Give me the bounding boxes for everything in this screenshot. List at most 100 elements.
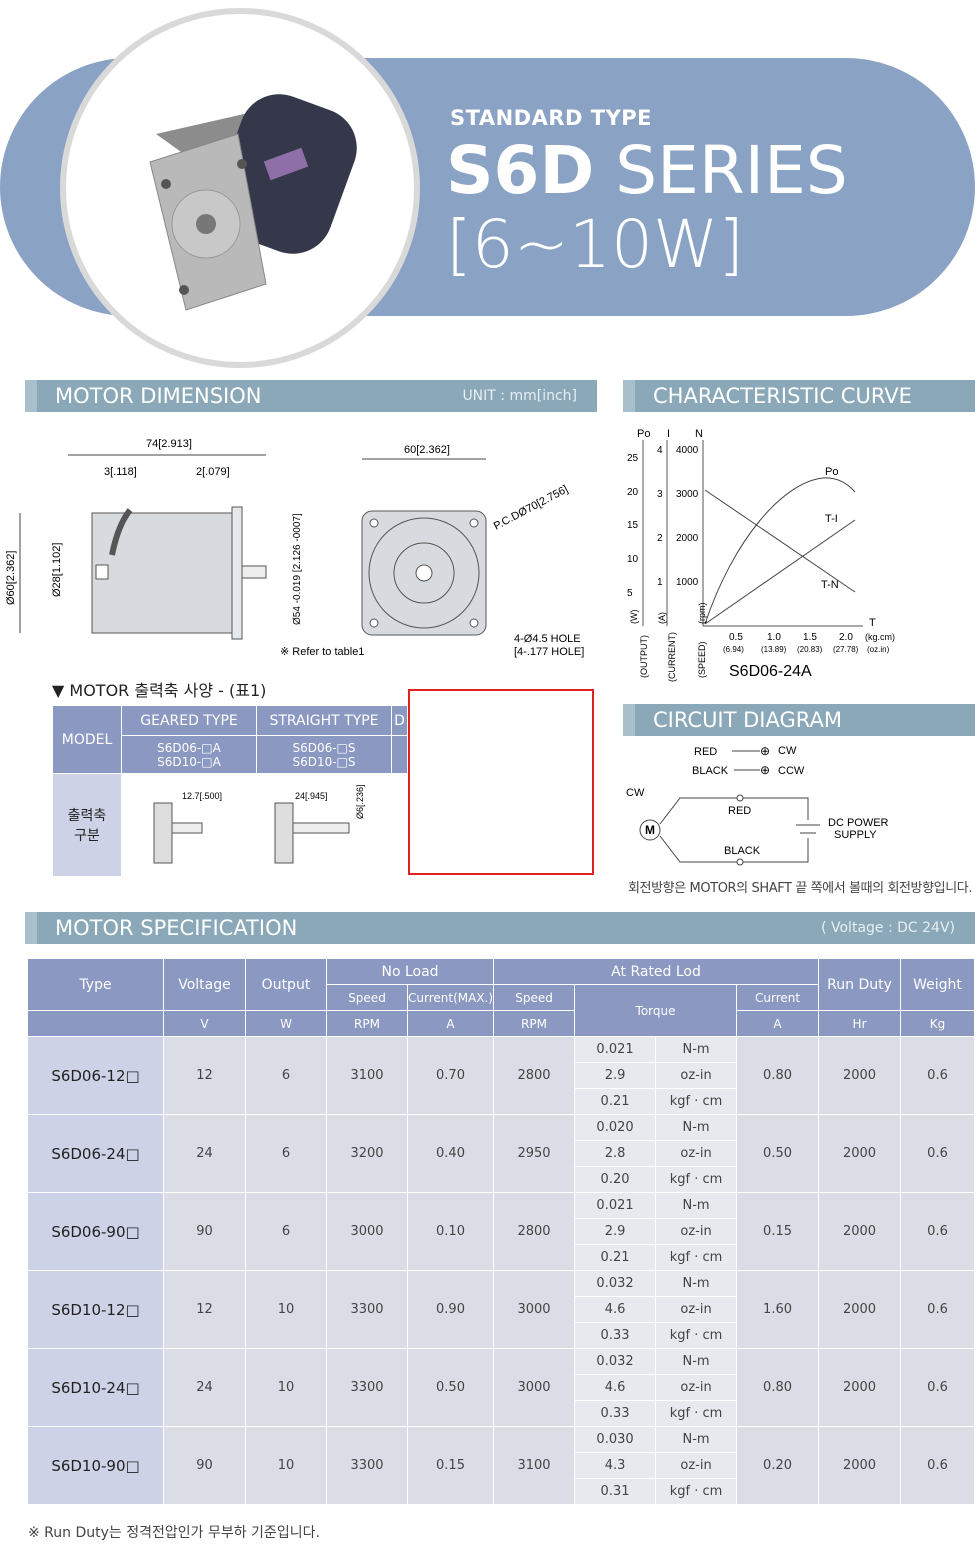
legend-cw: CW [778,745,797,757]
cell-type: S6D06-24□ [27,1114,164,1193]
cell-type: S6D06-12□ [27,1036,164,1115]
i-ticks: 4 3 2 1 [657,445,663,588]
dim-overall-length: 74[2.913] [146,438,192,450]
hero-power-range: [6~10W] [446,206,745,283]
motor-symbol-label: M [645,823,655,837]
dim-boss: Ø28[1.102] [51,543,63,597]
motor-dimension-bar: MOTOR DIMENSION UNIT : mm[inch] [25,380,597,412]
svg-text:4000: 4000 [676,445,699,456]
cell-run-duty: 2000 [818,1114,902,1193]
cell-type: S6D10-12□ [27,1270,164,1349]
motor-dimension-title: MOTOR DIMENSION [55,384,262,408]
cell-nl-speed: 3300 [326,1348,408,1427]
cell-output: 10 [245,1270,327,1349]
cell-run-duty: 2000 [818,1426,902,1505]
cell-torque-unit: oz-in [655,1374,738,1401]
svg-text:(20.83): (20.83) [797,645,823,654]
unit-labels: (W) (A) (rpm) (OUTPUT) (CURRENT) (SPEED) [629,603,707,683]
d-shaft-drawing [391,773,408,877]
product-photo-frame [60,8,420,368]
cell-torque-value: 0.021 [574,1192,657,1219]
legend-black: BLACK [692,765,729,777]
svg-text:3: 3 [657,489,663,500]
label-t-i: T-I [825,513,838,525]
model-text: S6D10-□A [157,754,221,769]
cell-output: 10 [245,1426,327,1505]
cell-torque-value: 0.030 [574,1426,657,1453]
cell-weight: 0.6 [900,1348,975,1427]
label-t-n: T-N [821,579,839,591]
axis-po: Po [637,428,650,440]
cell-run-duty: 2000 [818,1270,902,1349]
cell-voltage: 24 [163,1114,246,1193]
cell-run-duty: 2000 [818,1036,902,1115]
svg-text:(6.94): (6.94) [723,645,744,654]
col-nl-current: Current(MAX.) [406,984,495,1011]
cell-torque-value: 0.33 [574,1322,657,1349]
cell-torque-value: 2.9 [574,1062,657,1089]
curve-bar: CHARACTERISTIC CURVE [623,380,975,412]
cell-current: 0.50 [736,1114,820,1193]
cell-nl-current: 0.50 [406,1348,495,1427]
model-text: S6D06-□A [157,740,221,755]
cell-torque-value: 2.9 [574,1218,657,1245]
circuit-diagram: RED ⊕ CW BLACK ⊕ CCW CW M RED BLACK DC P… [626,744,889,866]
dim-height: Ø60[2.362] [5,551,17,605]
cell-torque-value: 0.21 [574,1244,657,1271]
cell-torque-value: 0.021 [574,1036,657,1063]
cell-speed: 3100 [493,1426,576,1505]
svg-text:(kg.cm): (kg.cm) [865,632,895,642]
spec-table: Type Voltage Output No Load At Rated Lod… [27,958,975,1505]
hero-subtitle: STANDARD TYPE [450,106,653,130]
unit-type [27,1010,164,1037]
svg-text:(rpm): (rpm) [697,603,707,625]
bar-indicator [25,912,37,944]
cell-torque-unit: kgf · cm [655,1322,738,1349]
cell-output: 6 [245,1192,327,1271]
dim-shaft-step: 2[.079] [196,466,230,478]
hero-title-bold: S6D [446,132,595,209]
svg-text:2: 2 [657,533,663,544]
svg-text:(CURRENT): (CURRENT) [667,632,677,682]
hero-title-rest: SERIES [594,132,848,209]
axis-t: T [869,617,876,629]
face-shaft [415,564,433,582]
col-torque: Torque [574,984,738,1037]
bar-indicator [25,380,37,412]
dimension-unit: UNIT : mm[inch] [462,388,577,404]
col-no-load: No Load [325,958,495,985]
svg-text:1.5: 1.5 [803,632,817,643]
svg-text:2000: 2000 [676,533,699,544]
col-voltage: Voltage [163,958,246,1011]
highlight-box [408,689,594,875]
svg-text:⊕: ⊕ [760,744,770,758]
dimension-drawing: 74[2.913] 3[.118] 2[.079] Ø60[2.362] Ø28… [5,438,584,658]
label-po: Po [825,466,838,478]
cell-torque-value: 0.21 [574,1088,657,1115]
cell-current: 0.80 [736,1348,820,1427]
cell-torque-value: 0.20 [574,1166,657,1193]
cell-torque-value: 0.032 [574,1270,657,1297]
motor-flange [231,506,243,640]
cell-torque-unit: N-m [655,1036,738,1063]
cell-nl-current: 0.15 [406,1426,495,1505]
legend-red: RED [694,746,717,758]
rotation-note: 회전방향은 MOTOR의 SHAFT 끝 쪽에서 볼때의 회전방향입니다. [628,881,973,896]
cell-type: S6D10-90□ [27,1426,164,1505]
svg-text:(27.78): (27.78) [833,645,859,654]
d-type-header: D [391,705,408,736]
cell-voltage: 12 [163,1270,246,1349]
label-tab [95,564,109,580]
geared-shaft-drawing: 12.7[.500] [121,773,257,877]
curve-po [704,477,856,625]
col-nl-speed: Speed [326,984,408,1011]
model-text: S6D06-□S [292,740,356,755]
svg-text:4: 4 [657,445,663,456]
svg-text:15: 15 [627,520,639,531]
svg-text:0.5: 0.5 [729,632,743,643]
